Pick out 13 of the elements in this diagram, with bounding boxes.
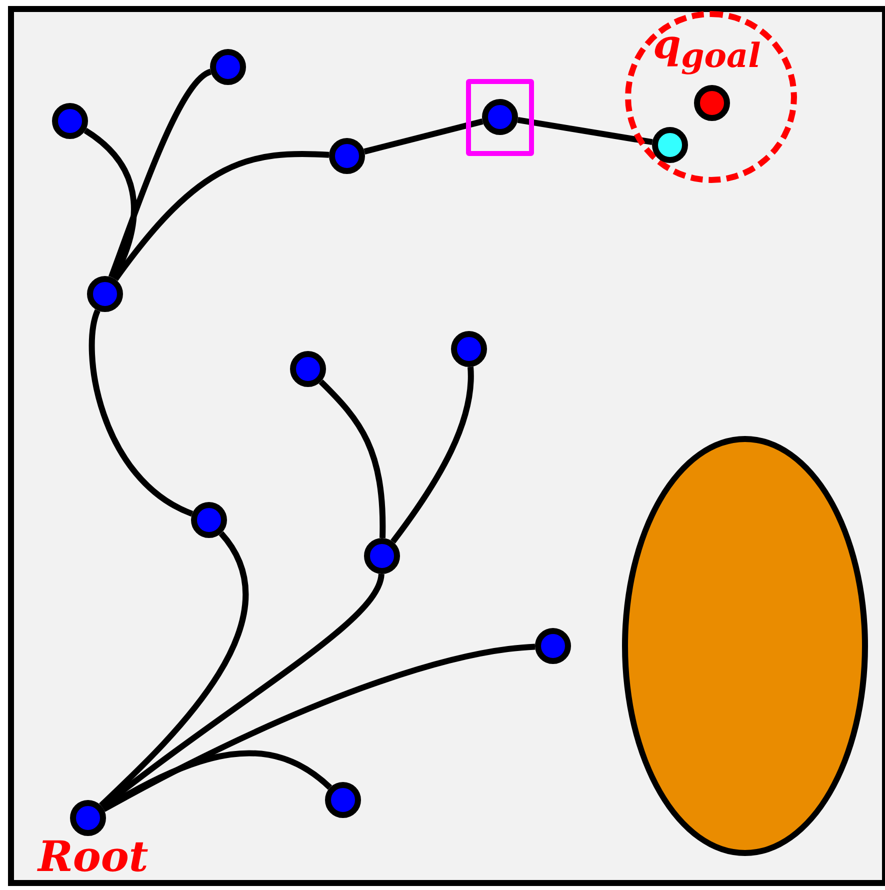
tree-edge <box>108 69 212 278</box>
tree-edge <box>318 379 386 538</box>
selection-box <box>466 78 534 156</box>
tree-edge <box>102 750 332 812</box>
goal-region-circle <box>625 11 797 183</box>
tree-edge <box>364 118 484 154</box>
node-caption: Root <box>38 832 148 881</box>
tree-edge <box>102 644 536 812</box>
goal-label: q$_{goal}$ <box>653 21 761 75</box>
tree-edge <box>517 116 653 146</box>
tree-edge <box>89 310 194 516</box>
tree-edge <box>113 151 330 282</box>
tree-edge <box>390 366 474 544</box>
